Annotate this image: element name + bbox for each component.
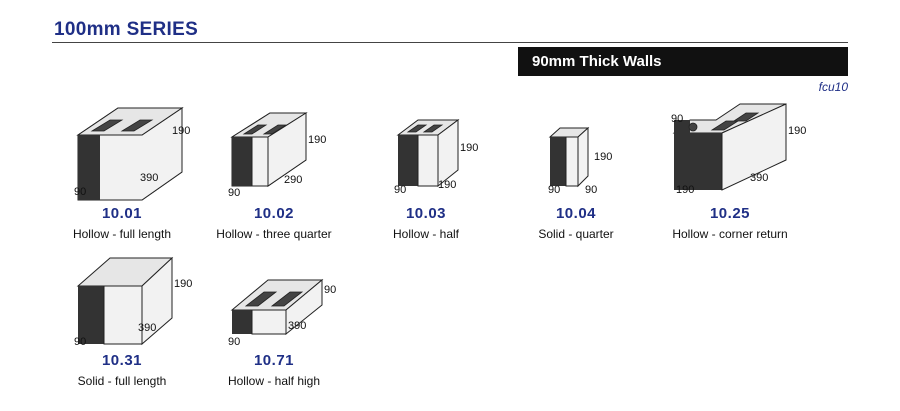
dim-return-length: 190 [676,184,695,196]
dim-width: 90 [394,184,407,196]
block-description: Hollow - half [392,227,460,241]
dim-length: 390 [288,320,307,332]
dim-width: 90 [671,113,684,125]
block-description: Solid - quarter [538,227,614,241]
dim-width: 90 [74,336,87,348]
series-title: 100mm SERIES [54,19,199,40]
walls-banner: 90mm Thick Walls [518,47,848,76]
dim-length: 390 [140,172,159,184]
block-code: 10.31 [101,352,143,369]
dim-height: 190 [172,125,191,137]
block-code: 10.25 [709,205,751,222]
dim-length: 190 [438,179,457,191]
block-code: 10.71 [253,352,295,369]
dim-length: 290 [284,174,303,186]
block-code: 10.04 [555,205,597,222]
dim-height: 190 [460,142,479,154]
dim-height: 190 [788,125,807,137]
block-description: Hollow - full length [72,227,172,241]
dim-length: 390 [138,322,157,334]
block-code: 10.03 [405,205,447,222]
dim-height: 190 [594,151,613,163]
block-description: Hollow - half high [227,374,321,388]
block-description: Hollow - corner return [672,227,788,241]
dim-height: 190 [174,278,193,290]
dim-length: 390 [750,172,769,184]
dim-width: 90 [548,184,561,196]
block-description: Solid - full length [77,374,167,388]
dim-width: 90 [74,186,87,198]
block-code: 10.01 [101,205,143,222]
dim-length: 90 [585,184,598,196]
dim-height: 190 [308,134,327,146]
block-code: 10.02 [253,205,295,222]
reference-code: fcu10 [818,80,848,94]
dim-width: 90 [228,187,241,199]
dim-height: 90 [324,284,337,296]
title-divider [52,42,848,43]
dim-width: 90 [228,336,241,348]
block-description: Hollow - three quarter [216,227,332,241]
